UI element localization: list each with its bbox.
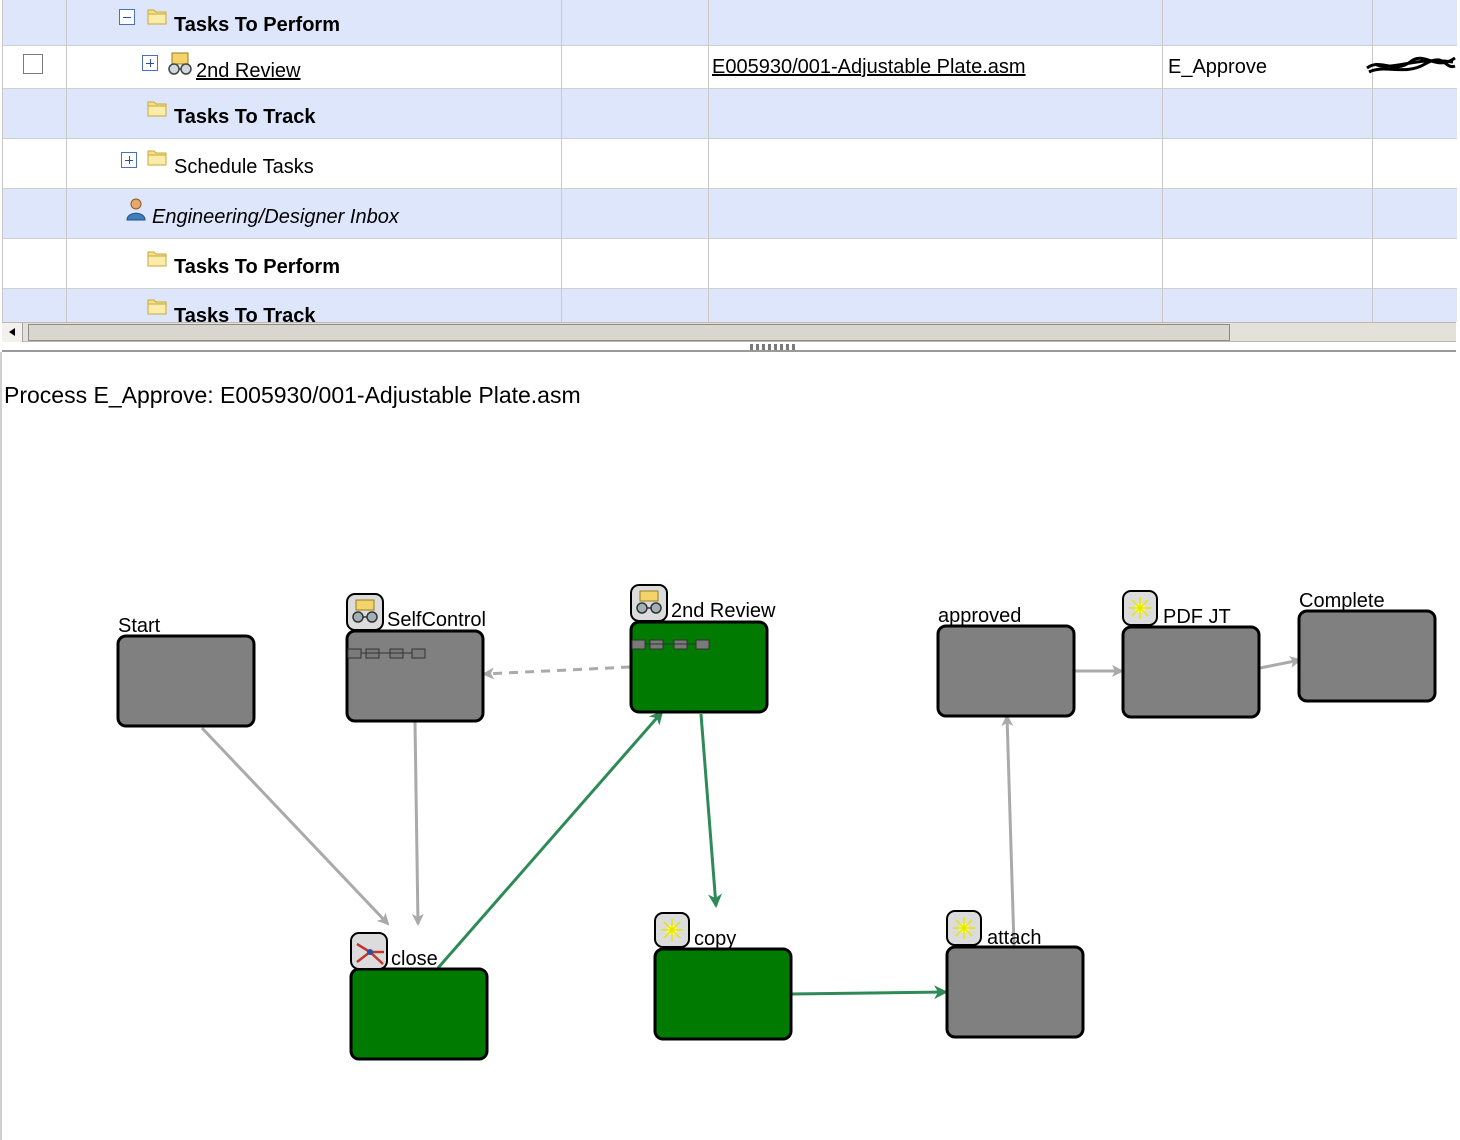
handler-icon [654,912,690,948]
node-label: copy [694,928,736,950]
tree-label[interactable]: Engineering/Designer Inbox [152,206,399,228]
task-grid: Tasks To Perform 2nd Review E005930/001-… [2,0,1457,322]
node-copy[interactable] [653,947,793,1041]
node-start[interactable] [116,634,256,728]
flow-start-close [200,726,390,926]
user-inbox-icon [126,198,146,221]
or-icon [350,932,388,970]
folder-icon [147,150,167,166]
expand-icon[interactable] [121,152,137,168]
flow-review-copy [699,713,723,908]
grid-row[interactable] [3,239,1457,289]
folder-icon [147,251,167,267]
node-label: 2nd Review [671,600,776,622]
splitter-grip[interactable] [750,344,796,350]
task-link[interactable]: 2nd Review [196,60,301,82]
subtask-markers [347,648,426,659]
grid-row[interactable] [3,139,1457,189]
node-label: attach [987,927,1041,949]
column-divider [708,0,709,322]
flow-pdfjt-complete [1259,656,1302,670]
pane-border [0,352,2,1140]
tree-label[interactable]: Schedule Tasks [174,156,314,178]
review-icon [630,584,668,622]
grid-row[interactable] [3,289,1457,322]
flow-copy-attach [790,985,948,1000]
node-label: close [391,948,438,970]
process-title: Process E_Approve: E005930/001-Adjustabl… [4,382,581,408]
flow-close-review [436,710,664,969]
node-attach[interactable] [945,945,1085,1039]
tree-label[interactable]: Tasks To Track [174,305,316,322]
grid-row[interactable] [3,0,1457,46]
target-link[interactable]: E005930/001-Adjustable Plate.asm [712,56,1026,78]
node-close[interactable] [349,967,489,1061]
column-divider [1372,0,1373,322]
node-label: Complete [1299,590,1385,612]
node-complete[interactable] [1297,609,1437,703]
node-label: SelfControl [387,609,486,631]
node-label: PDF JT [1163,606,1231,628]
row-checkbox[interactable] [23,54,43,74]
review-icon [346,593,384,631]
collapse-icon[interactable] [119,9,135,25]
node-pdf-jt[interactable] [1121,625,1261,719]
scrollbar-thumb[interactable] [28,324,1230,341]
grid-row[interactable] [3,46,1457,89]
grid-row[interactable] [3,189,1457,239]
pane-splitter[interactable] [2,344,1456,352]
node-selfcontrol[interactable] [345,629,485,723]
grid-row[interactable] [3,89,1457,139]
horizontal-scrollbar[interactable] [2,322,1456,342]
folder-icon [147,101,167,117]
flow-reject-selfcontrol [482,665,631,680]
folder-icon [147,299,167,315]
review-task-icon [168,52,192,75]
workflow-diagram: Start SelfControl 2nd Review close copy … [116,584,1437,1061]
flow-selfcontrol-close [411,721,424,926]
handler-icon [946,910,982,946]
subtask-markers [631,639,710,650]
node-2nd-review[interactable] [629,620,769,714]
node-label: approved [938,605,1021,627]
folder-icon [147,9,167,25]
tree-label[interactable]: Tasks To Perform [174,14,340,36]
column-divider [66,0,67,322]
flow-attach-approved [1001,714,1016,947]
node-approved[interactable] [936,624,1076,718]
redacted-scribble [1366,56,1456,74]
process-name: E_Approve [1168,56,1267,78]
column-divider [1162,0,1163,322]
handler-icon [1122,590,1158,626]
tree-label[interactable]: Tasks To Track [174,106,316,128]
column-divider [561,0,562,322]
node-label: Start [118,615,161,637]
expand-icon[interactable] [142,55,158,71]
tree-label[interactable]: Tasks To Perform [174,256,340,278]
scroll-left-button[interactable] [2,323,23,342]
